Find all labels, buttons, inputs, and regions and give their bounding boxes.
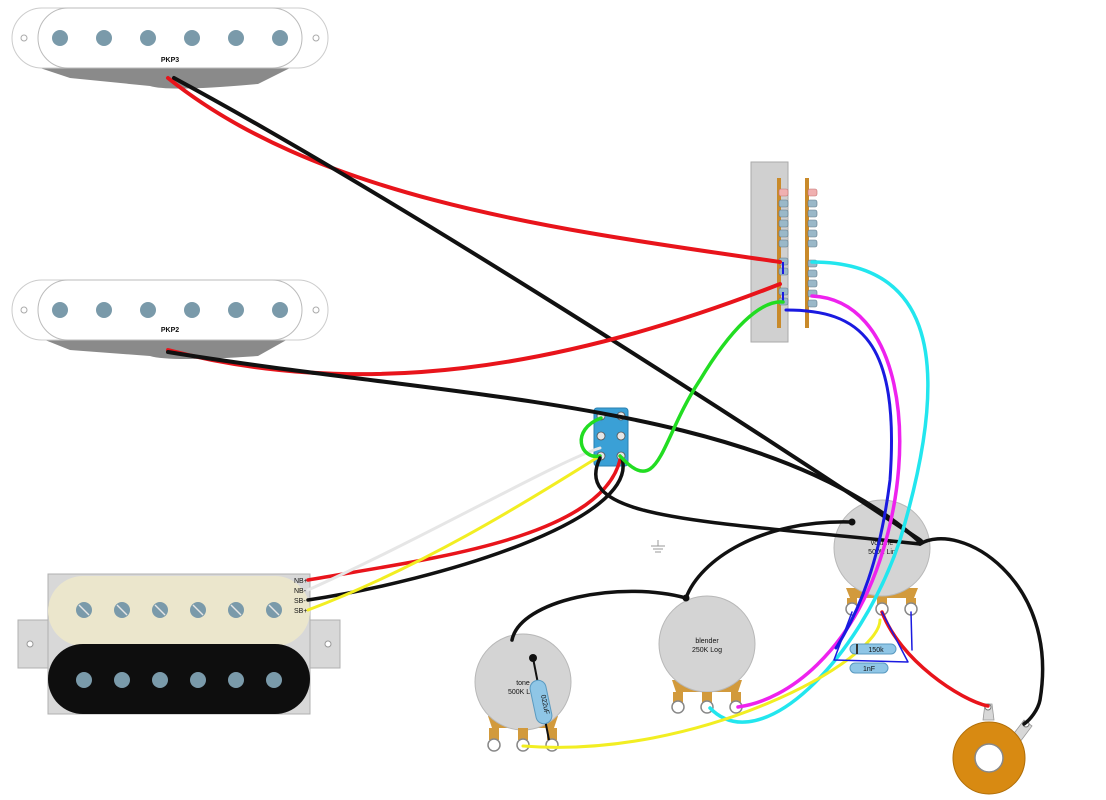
tone-lug-solder xyxy=(529,654,537,662)
pot-lug-hole xyxy=(671,700,685,714)
volume-pot-name: volume xyxy=(871,540,894,547)
wire-nb-plus xyxy=(306,458,622,582)
humbucker-screws xyxy=(76,602,282,618)
pickup-pkp2-label: PKP2 xyxy=(161,327,179,334)
pot-lug-hole xyxy=(487,738,501,752)
humbucker-coil-cream xyxy=(48,576,310,646)
wire-pkp2-hot xyxy=(166,282,782,377)
mount-hole-icon xyxy=(312,34,320,42)
capacitor-label: 1nF xyxy=(863,666,875,673)
pot-lug xyxy=(489,728,499,740)
pole-pieces xyxy=(52,30,288,46)
pickup-pkp2-base xyxy=(40,338,290,359)
pot-lug xyxy=(547,728,557,740)
mount-hole-icon xyxy=(20,34,28,42)
wire-switch-to-volume xyxy=(784,308,893,650)
resistor xyxy=(849,643,897,655)
wire-nb-minus xyxy=(306,446,602,592)
wire-treble-bleed-2 xyxy=(910,611,913,651)
humbucker-pickup: NB+ NB- SB- SB+ xyxy=(17,573,341,715)
humbucker-tab-right xyxy=(307,619,341,669)
wire-switch-to-blender-2 xyxy=(736,294,902,709)
tone-pot[interactable]: tone 500K Log xyxy=(474,633,572,752)
pickup-pkp3-base xyxy=(40,68,290,89)
switch-rail-left xyxy=(777,178,781,328)
wire-sb-minus xyxy=(306,456,625,602)
switch-rail-right xyxy=(805,178,809,328)
tone-cap-label: 022uF xyxy=(539,694,550,715)
blender-pot-name: blender xyxy=(695,638,719,645)
pot-lug-hole xyxy=(545,738,559,752)
pickup-pkp3-cover xyxy=(37,7,303,69)
pickup-pkp2: PKP2 xyxy=(11,279,329,359)
capacitor xyxy=(849,662,889,674)
wire-pkp3-hot xyxy=(166,76,782,264)
terminal-sb-plus: SB+ xyxy=(294,608,307,615)
wire-jack-ground xyxy=(918,537,1045,726)
jack-hole xyxy=(974,743,1004,773)
wire-mini-ground xyxy=(593,456,922,546)
wire-volume-to-jack xyxy=(880,610,990,708)
blender-pot[interactable]: blender 250K Log xyxy=(658,595,756,714)
wire-mini-jumper xyxy=(579,416,603,458)
pot-lug xyxy=(518,728,528,740)
output-jack[interactable] xyxy=(952,703,1033,795)
humbucker-tab-left xyxy=(17,619,51,669)
solder-joints xyxy=(682,518,924,602)
tone-capacitor: 022uF xyxy=(529,654,553,741)
wires xyxy=(166,76,1045,749)
pickup-selector-switch[interactable] xyxy=(750,161,818,343)
wire-blender-ground xyxy=(684,520,852,600)
resistor-label: 150k xyxy=(868,647,884,654)
mini-switch-body xyxy=(593,407,629,467)
terminal-nb-plus: NB+ xyxy=(294,578,308,585)
terminal-nb-minus: NB- xyxy=(294,588,307,595)
mount-hole-icon xyxy=(26,640,34,648)
wire-treble-bleed xyxy=(833,611,909,663)
pickup-pkp2-cover xyxy=(37,279,303,341)
humbucker-coil-black xyxy=(48,644,310,714)
pot-lug xyxy=(673,692,683,704)
pot-lug xyxy=(702,692,712,704)
wire-switch-to-blender xyxy=(708,260,930,724)
mount-hole-icon xyxy=(20,306,28,314)
humbucker-terminal-labels: NB+ NB- SB- SB+ xyxy=(294,578,308,615)
wire-sb-plus xyxy=(306,454,602,612)
pole-pieces xyxy=(52,302,288,318)
wire-tone-ground xyxy=(510,589,688,642)
wire-mini-to-switch xyxy=(618,300,785,473)
ground-symbol-icon xyxy=(651,540,665,553)
humbucker-poles xyxy=(76,672,282,688)
pickup-pkp3-label: PKP3 xyxy=(161,57,179,64)
mount-hole-icon xyxy=(312,306,320,314)
wire-tone-to-volume xyxy=(521,618,882,749)
switch-contacts-right xyxy=(807,188,818,308)
terminal-sb-minus: SB- xyxy=(294,598,306,605)
tone-pot-name: tone xyxy=(516,680,530,687)
blender-pot-value: 250K Log xyxy=(692,647,722,654)
treble-bleed: 150k 1nF xyxy=(849,643,897,674)
pickup-pkp3: PKP3 xyxy=(11,7,329,89)
pot-lug xyxy=(731,692,741,704)
mount-hole-icon xyxy=(324,640,332,648)
tone-pot-value: 500K Log xyxy=(508,689,538,696)
tone-cap-body xyxy=(529,679,553,725)
wire-pkp2-ground xyxy=(166,350,922,544)
